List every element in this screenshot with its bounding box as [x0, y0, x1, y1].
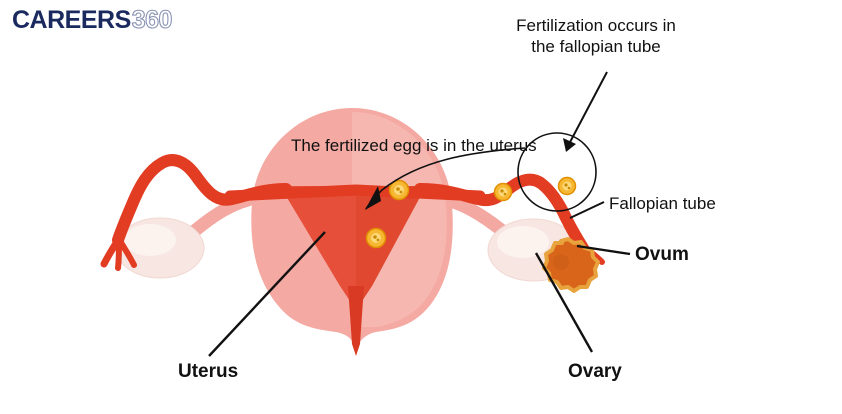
fertilized-egg-callout-label: The fertilized egg is in the uterus: [291, 136, 537, 155]
zygote-in-right-tube-outer: [557, 176, 577, 196]
fertilization-arrow-head: [563, 138, 576, 152]
fertilization-arrow-line: [567, 71, 608, 147]
fertilized-egg-arrow-line: [381, 147, 526, 191]
uterine-horn-left: [224, 184, 362, 202]
uterus-label: Uterus: [178, 361, 239, 382]
zygote-in-right-tube-inner: [493, 182, 513, 202]
fallopian-tube-leader: [569, 201, 605, 219]
fertilized-egg-arrow-tail: [365, 189, 383, 210]
ovum-label: Ovum: [635, 244, 689, 265]
logo-primary-text: CAREERS: [12, 6, 131, 34]
left-fimbriae-2: [115, 238, 122, 271]
right-ovary-highlight: [497, 226, 549, 258]
fertilization-callout-label: Fertilization occurs in the fallopian tu…: [516, 16, 676, 56]
left-ovary-highlight: [124, 224, 176, 256]
careers360-logo: CAREERS 360: [12, 5, 173, 35]
ovum-leader: [576, 244, 631, 256]
zygote-at-tube-junction: [388, 179, 410, 201]
uterus-leader: [208, 231, 326, 357]
zygote-implanting-in-uterus: [365, 227, 387, 249]
ovary-label: Ovary: [568, 361, 622, 382]
uterus-cavity-shading: [356, 186, 426, 310]
fallopian-tube-label: Fallopian tube: [609, 194, 716, 213]
left-fimbriae-3: [117, 238, 137, 268]
ovary-leader: [534, 252, 594, 353]
ovum-nucleus: [553, 254, 569, 270]
fertilization-site-circle: [517, 132, 597, 212]
logo-secondary-text: 360: [131, 5, 173, 34]
cervical-canal: [348, 286, 364, 356]
